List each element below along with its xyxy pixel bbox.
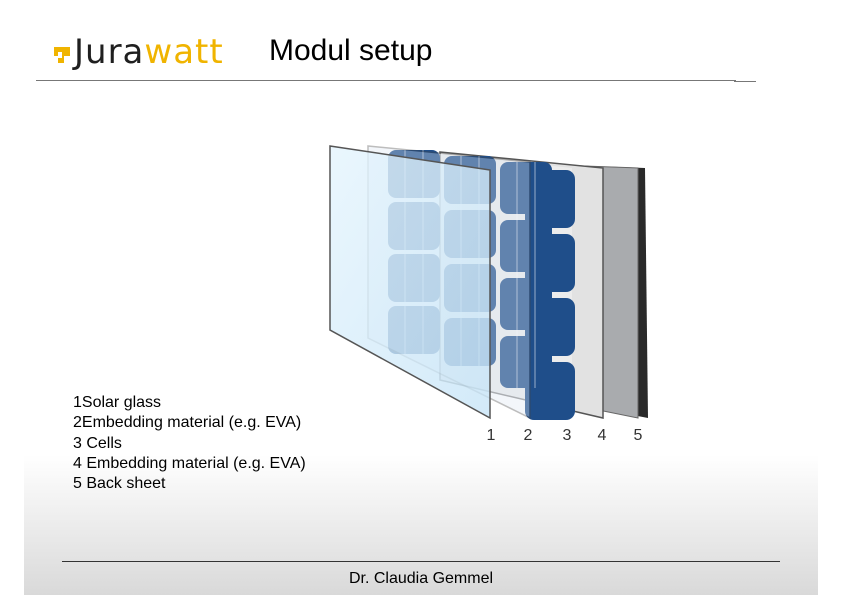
layer-number-5: 5 [634,427,643,440]
footer-author: Dr. Claudia Gemmel [348,570,494,587]
layer-legend-item: 5 Back sheet [73,475,166,493]
layer-number-3: 3 [563,427,572,440]
page-title: Modul setup [269,34,433,67]
footer-background [24,455,818,595]
layer-legend-item: 2Embedding material (e.g. EVA) [73,414,302,432]
layer-legend-item: 3 Cells [73,434,122,452]
layer-legend-item: 1Solar glass [73,394,162,411]
layer-number-2: 2 [524,427,533,440]
title-divider [36,80,736,81]
layer-number-4: 4 [598,427,607,440]
logo-wordmark-jura: Jura [74,32,145,72]
logo-wordmark-watt: watt [144,32,224,72]
layer-legend-item: 4 Embedding material (e.g. EVA) [73,454,306,472]
layer-legend: 1Solar glass 2Embedding material (e.g. E… [73,393,306,494]
logo-wordmark: Jurawatt [74,30,224,74]
layer-solar-glass [329,145,491,420]
jurawatt-logo: Jurawatt [52,32,242,72]
layer-number-1: 1 [487,427,496,440]
title-divider-tick [734,81,756,82]
footer-divider [62,561,780,562]
logo-mark-icon [54,47,70,63]
module-layer-diagram: 1 2 3 4 5 [329,145,648,440]
